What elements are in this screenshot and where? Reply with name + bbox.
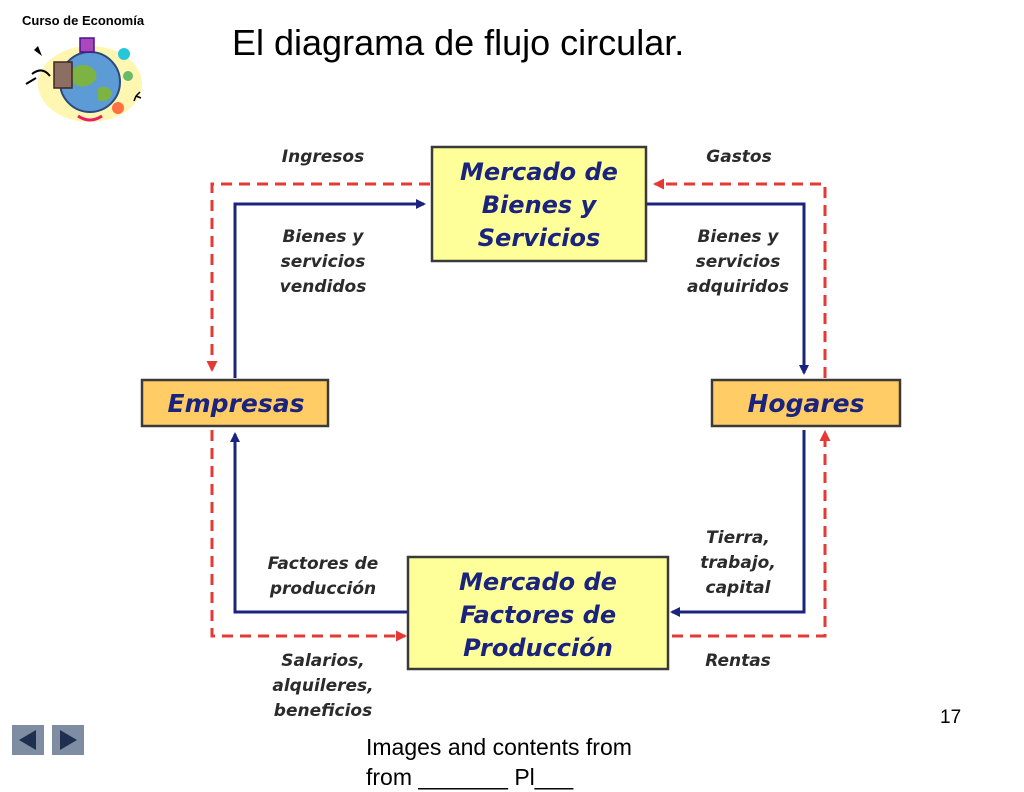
revenue-label: Ingresos (282, 147, 364, 167)
factor-market-line-3: Producción (463, 634, 613, 662)
households-box: Hogares (710, 378, 902, 428)
globe-logo-icon (25, 37, 142, 122)
factors-of-production-label: Factores de producción (268, 554, 379, 599)
income-label: Rentas (705, 651, 771, 671)
footer-line-1: Images and contents from (366, 734, 632, 760)
goods-sold-label: Bienes y servicios vendidos (280, 227, 367, 297)
goods-market-box: Mercado de Bienes y Servicios (430, 145, 648, 263)
slide-title: El diagrama de flujo circular. (232, 22, 685, 63)
spending-flow-line (653, 178, 827, 378)
factor-market-line-1: Mercado de (459, 568, 617, 596)
factors-used-flow-line (230, 432, 408, 614)
footer-line-2: from _______ Pl___ (366, 764, 574, 790)
wages-line-2: alquileres, (272, 676, 373, 696)
previous-slide-button[interactable] (12, 725, 44, 755)
land-labor-capital-label: Tierra, trabajo, capital (700, 528, 776, 598)
circular-flow-diagram: Mercado de Bienes y Servicios Mercado de… (140, 145, 902, 721)
revenue-flow-line (206, 182, 430, 372)
factors-line-1: Factores de (268, 554, 379, 574)
goods-bought-flow-line (646, 202, 809, 375)
page-number: 17 (940, 707, 962, 728)
goods-bought-line-3: adquiridos (687, 277, 789, 297)
goods-bought-label: Bienes y servicios adquiridos (687, 227, 789, 297)
goods-flow-loop (230, 199, 809, 617)
factors-supplied-flow-line (670, 430, 806, 617)
footer-credit: Images and contents from from _______ Pl… (366, 732, 686, 792)
spending-label: Gastos (706, 147, 771, 167)
factor-market-box: Mercado de Factores de Producción (406, 555, 670, 671)
triangle-left-icon (12, 725, 44, 755)
goods-market-line-3: Servicios (478, 224, 601, 252)
goods-sold-line-1: Bienes y (282, 227, 364, 247)
goods-bought-line-2: servicios (696, 252, 781, 272)
next-slide-button[interactable] (52, 725, 84, 755)
land-labor-capital-line-3: capital (706, 578, 772, 598)
wages-flow-line (210, 430, 407, 642)
income-flow-line (672, 430, 831, 638)
land-labor-capital-line-1: Tierra, (706, 528, 770, 548)
firms-label: Empresas (168, 389, 305, 418)
factors-line-2: producción (269, 579, 376, 599)
course-label: Curso de Economía (22, 13, 145, 28)
money-flow-loop (206, 178, 831, 642)
goods-sold-line-3: vendidos (280, 277, 367, 297)
wages-line-1: Salarios, (281, 651, 364, 671)
land-labor-capital-line-2: trabajo, (700, 553, 776, 573)
goods-market-line-2: Bienes y (482, 191, 598, 219)
wages-line-3: beneficios (274, 701, 372, 721)
households-label: Hogares (747, 389, 864, 418)
wages-rent-profit-label: Salarios, alquileres, beneficios (272, 651, 373, 721)
factor-market-line-2: Factores de (460, 601, 616, 629)
goods-bought-line-1: Bienes y (697, 227, 779, 247)
goods-sold-flow-line (233, 199, 426, 378)
goods-sold-line-2: servicios (281, 252, 366, 272)
goods-market-line-1: Mercado de (460, 158, 618, 186)
triangle-right-icon (52, 725, 84, 755)
firms-box: Empresas (140, 378, 330, 428)
